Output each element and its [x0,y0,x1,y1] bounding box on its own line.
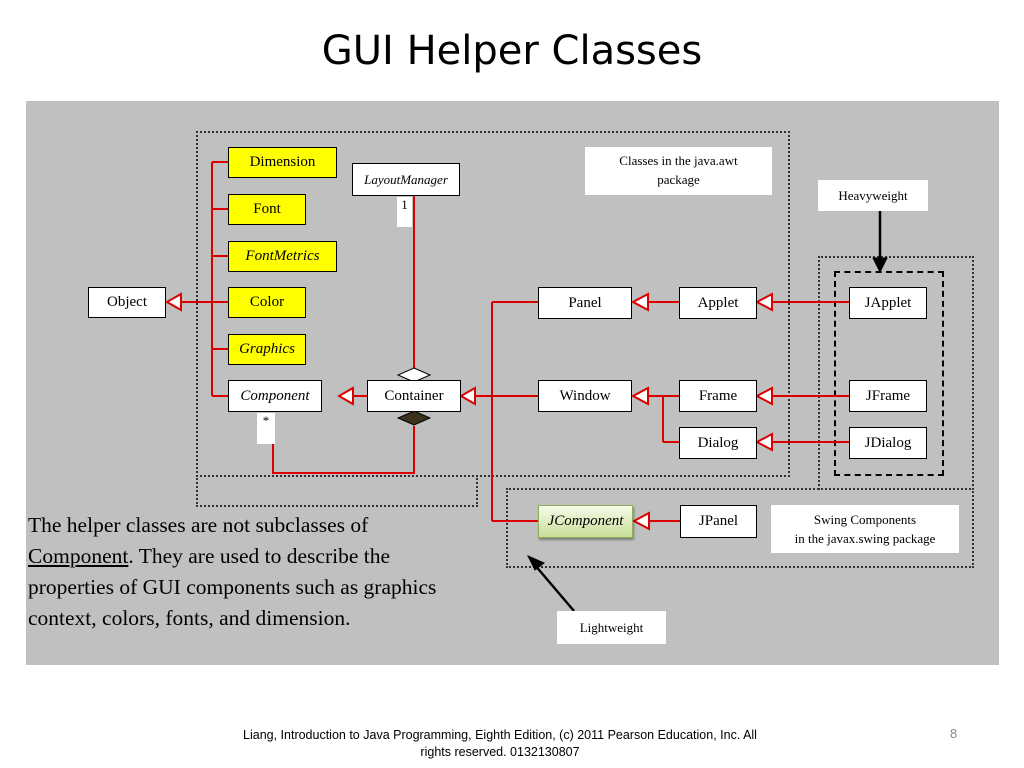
class-jdialog: JDialog [849,427,927,459]
description-part2: . They are used to describe the properti… [28,544,437,630]
footer-citation: Liang, Introduction to Java Programming,… [200,727,800,761]
class-frame: Frame [679,380,757,412]
lightweight-note: Lightweight [557,611,666,644]
swing-note-line2: in the javax.swing package [794,531,936,546]
page-number: 8 [950,726,958,741]
awt-note-line2: package [657,172,700,187]
class-graphics: Graphics [228,334,306,365]
class-jpanel: JPanel [680,505,757,538]
class-window: Window [538,380,632,412]
class-panel: Panel [538,287,632,319]
class-object: Object [88,287,166,318]
swing-package-note: Swing Components in the javax.swing pack… [771,505,959,553]
class-color: Color [228,287,306,318]
class-jcomponent: JComponent [538,505,633,538]
multiplicity-component: * [257,413,275,444]
heavyweight-note: Heavyweight [818,180,928,211]
class-jframe: JFrame [849,380,927,412]
class-applet: Applet [679,287,757,319]
class-component: Component [228,380,322,412]
class-font: Font [228,194,306,225]
awt-note-line1: Classes in the java.awt [619,153,738,168]
class-container: Container [367,380,461,412]
slide-title: GUI Helper Classes [321,28,703,74]
multiplicity-layout: 1 [397,197,412,227]
awt-package-note: Classes in the java.awt package [585,147,772,195]
heavyweight-group-border [834,271,944,476]
description-text: The helper classes are not subclasses of… [28,510,478,634]
swing-note-line1: Swing Components [813,512,917,527]
footer-line2: rights reserved. 0132130807 [420,745,580,759]
class-dimension: Dimension [228,147,337,178]
swing-package-region-lower [506,488,974,568]
class-layoutmanager: LayoutManager [352,163,460,196]
class-dialog: Dialog [679,427,757,459]
class-japplet: JApplet [849,287,927,319]
description-component-term: Component [28,544,129,568]
awt-package-region-lower [196,475,478,507]
class-fontmetrics: FontMetrics [228,241,337,272]
description-part1: The helper classes are not subclasses of [28,513,369,537]
footer-line1: Liang, Introduction to Java Programming,… [243,728,757,742]
